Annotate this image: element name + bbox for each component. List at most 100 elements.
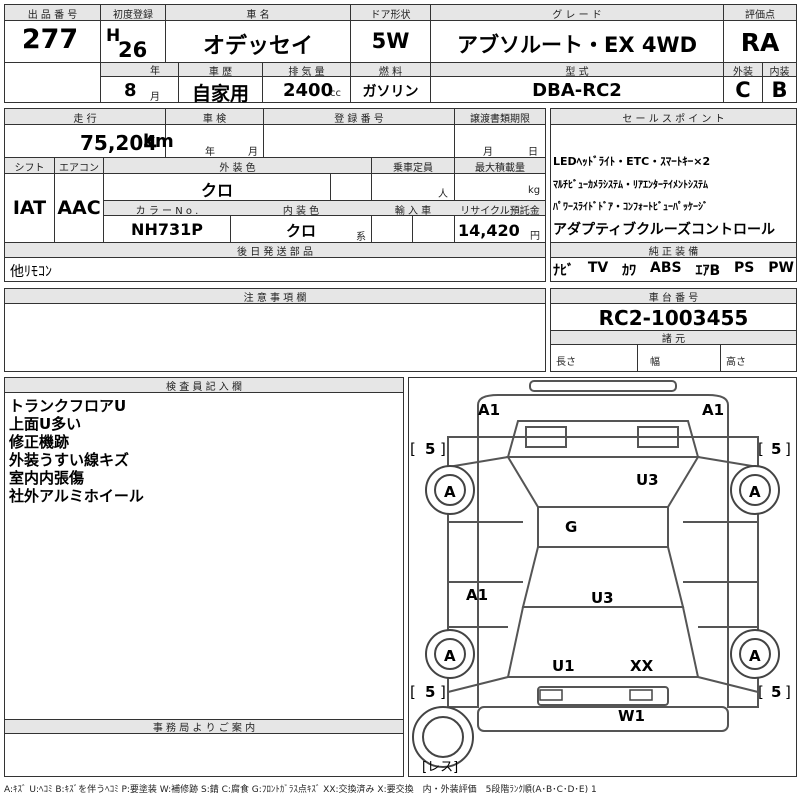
mark-a1-side: A1 <box>466 586 488 604</box>
mark-a-rear-left: A <box>444 647 456 665</box>
equipment-airbag: ｴｱB <box>695 263 721 279</box>
mark-w1: W1 <box>618 707 645 725</box>
inspector-line-4: 外装うすい線キズ <box>9 451 130 469</box>
mark-a1-front-left: A1 <box>478 401 500 419</box>
first-reg-year: 26 <box>118 38 148 62</box>
exterior: C <box>735 78 751 102</box>
mark-a-front-left: A <box>444 483 456 501</box>
spec-label: 諸 元 <box>661 334 686 345</box>
interior-label: 内装 <box>769 67 790 78</box>
model-code: DBA-RC2 <box>532 80 622 101</box>
tire-bracket-close-bl: ] <box>440 683 446 701</box>
sales-line-3: ﾊﾟﾜｰｽﾗｲﾄﾞﾄﾞｱ・ｺﾝﾌｫｰﾄﾋﾞｭｰﾊﾟｯｹｰｼﾞ <box>553 202 708 213</box>
history: 自家用 <box>191 83 249 105</box>
mark-u3-mid: U3 <box>591 589 614 607</box>
rating: RA <box>740 28 780 57</box>
fuel: ガソリン <box>362 84 419 100</box>
color: クロ <box>200 181 233 200</box>
int-color-unit: 系 <box>356 232 366 243</box>
displacement: 2400 <box>283 80 334 101</box>
header-strip-2 <box>101 62 796 77</box>
header-strip-1 <box>5 5 796 21</box>
spare-tire-status: [レス] <box>422 760 458 775</box>
tire-bracket-open-br: [ <box>758 683 764 701</box>
mark-a-front-right: A <box>749 483 761 501</box>
sales-line-2: ﾏﾙﾁﾋﾞｭｰｶﾒﾗｼｽﾃﾑ・ﾘｱｴﾝﾀｰﾃｲﾒﾝﾄｼｽﾃﾑ <box>553 180 708 191</box>
tire-br: 5 <box>771 683 781 701</box>
shift: IAT <box>12 197 47 219</box>
tire-bracket-open-tl: [ <box>410 440 416 458</box>
capacity-unit: 人 <box>438 189 448 200</box>
inspector-line-6: 社外アルミホイール <box>9 487 144 505</box>
reg-no-label: 登 録 番 号 <box>334 114 384 125</box>
width-label: 幅 <box>650 357 660 368</box>
inspection-label: 車 検 <box>202 114 227 125</box>
int-color: クロ <box>285 222 316 240</box>
doors-label: ドア形状 <box>370 10 411 21</box>
notes-label: 注 意 事 項 欄 <box>243 293 307 304</box>
displacement-unit: cc <box>330 88 341 99</box>
sales-line-1: LEDﾍｯﾄﾞﾗｲﾄ・ETC・ｽﾏｰﾄｷｰ×2 <box>553 155 711 168</box>
car-diagram-block <box>408 377 797 777</box>
mark-a1-front-right: A1 <box>702 401 724 419</box>
mileage: 75,204 <box>80 131 158 155</box>
lot-no: 277 <box>21 24 79 55</box>
first-reg-era: H <box>106 26 121 46</box>
equipment-ps: PS <box>734 260 755 276</box>
tire-bracket-close-tl: ] <box>440 440 446 458</box>
mark-g-windshield: G <box>565 518 577 536</box>
tire-bracket-close-tr: ] <box>785 440 791 458</box>
office-label: 事 務 局 よ り ご 案 内 <box>152 723 256 734</box>
doors: 5W <box>371 29 410 53</box>
fuel-label: 燃 料 <box>378 67 403 78</box>
later-parts-label: 後 日 発 送 部 品 <box>237 247 313 258</box>
first-reg-label: 初度登録 <box>113 10 153 21</box>
mark-a-rear-right: A <box>749 647 761 665</box>
recycle-label: リサイクル預託金 <box>460 206 540 217</box>
inspector-label: 検 査 員 記 入 欄 <box>166 382 242 393</box>
lot-no-label: 出 品 番 号 <box>27 10 78 21</box>
recycle-unit: 円 <box>530 231 540 242</box>
equipment-list: ﾅﾋﾞ TV ｶﾜ ABS ｴｱB PS PW <box>553 260 794 280</box>
ac-label: エアコン <box>59 163 99 174</box>
car-diagram: A1 A1 A A U3 G A1 U3 A A U1 XX W1 [ 5 ] … <box>410 380 791 775</box>
equipment-abs: ABS <box>650 260 682 276</box>
equipment-tv: TV <box>587 260 609 276</box>
max-load-unit: kg <box>528 185 541 196</box>
import-label: 輸 入 車 <box>394 206 432 217</box>
rating-label: 評価点 <box>745 10 775 21</box>
inspector-line-1: トランクフロアU <box>9 397 127 415</box>
tire-tr: 5 <box>771 440 781 458</box>
insp-month-unit: 月 <box>248 147 258 158</box>
car-name: オデッセイ <box>202 34 313 59</box>
max-load-label: 最大積載量 <box>475 163 525 174</box>
inspector-block <box>4 377 404 777</box>
chassis-label: 車 台 番 号 <box>648 293 699 304</box>
int-color-label: 内 装 色 <box>282 206 320 217</box>
equipment-nav: ﾅﾋﾞ <box>553 263 574 279</box>
recycle: 14,420 <box>458 221 520 240</box>
ac: AAC <box>57 197 101 219</box>
inspector-line-5: 室内内張傷 <box>9 469 85 487</box>
color-label: 外 装 色 <box>219 163 256 174</box>
transfer-label: 譲渡書類期限 <box>470 114 530 125</box>
legend: A:ｷｽﾞ U:ﾍｺﾐ B:ｷｽﾞを伴うﾍｺﾐ P:要塗装 W:補修跡 S:錆 … <box>4 785 597 795</box>
history-label: 車 歴 <box>208 67 233 78</box>
insp-year-unit: 年 <box>205 147 215 158</box>
displacement-label: 排 気 量 <box>288 67 325 78</box>
exterior-label: 外装 <box>733 67 753 78</box>
inspector-line-2: 上面U多い <box>9 415 82 433</box>
month-unit: 月 <box>150 92 160 103</box>
mark-u3-roof: U3 <box>636 471 659 489</box>
tire-bracket-open-tr: [ <box>758 440 764 458</box>
equipment-leather: ｶﾜ <box>622 263 637 279</box>
equipment-pw: PW <box>768 260 794 276</box>
grade-label: グ レ ー ド <box>552 10 602 21</box>
length-label: 長さ <box>556 357 576 368</box>
inspector-line-3: 修正機跡 <box>9 433 70 451</box>
chassis-number: RC2-1003455 <box>598 306 749 330</box>
mark-xx: XX <box>630 657 654 675</box>
model-code-label: 型 式 <box>565 67 589 78</box>
transfer-day-unit: 日 <box>528 147 538 158</box>
year-unit: 年 <box>150 66 160 77</box>
